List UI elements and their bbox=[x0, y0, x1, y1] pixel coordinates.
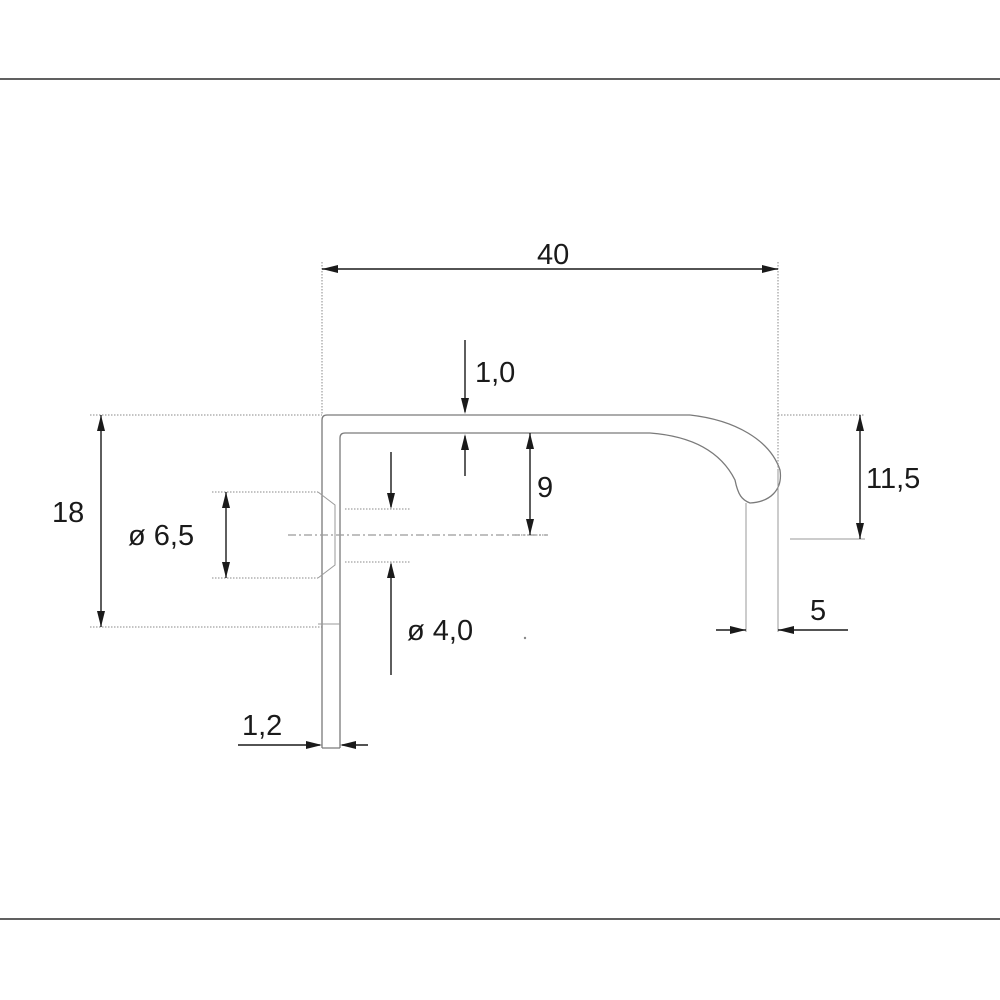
dimension-top-thickness bbox=[461, 340, 469, 476]
profile-outline bbox=[317, 414, 782, 749]
label-hole-small: ø 4,0 bbox=[407, 615, 473, 647]
dimension-wall-thickness bbox=[238, 741, 368, 749]
label-wall-thickness: 1,2 bbox=[242, 710, 282, 742]
dimension-hole-large bbox=[212, 491, 318, 579]
label-top-thickness: 1,0 bbox=[475, 357, 515, 389]
label-inner-depth: 9 bbox=[537, 472, 553, 504]
dimension-inner-depth bbox=[515, 433, 548, 536]
dimension-overall-height bbox=[90, 414, 322, 628]
label-hole-large: ø 6,5 bbox=[128, 520, 194, 552]
label-overall-width: 40 bbox=[537, 239, 569, 271]
dimension-lip-height bbox=[778, 414, 865, 540]
dimension-overall-width bbox=[321, 262, 779, 470]
label-overall-height: 18 bbox=[52, 497, 84, 529]
dimension-lip-gap bbox=[716, 626, 848, 634]
stray-dot bbox=[523, 636, 527, 640]
dimension-hole-small bbox=[345, 452, 410, 675]
label-lip-gap: 5 bbox=[810, 595, 826, 627]
label-lip-height: 11,5 bbox=[866, 463, 920, 495]
